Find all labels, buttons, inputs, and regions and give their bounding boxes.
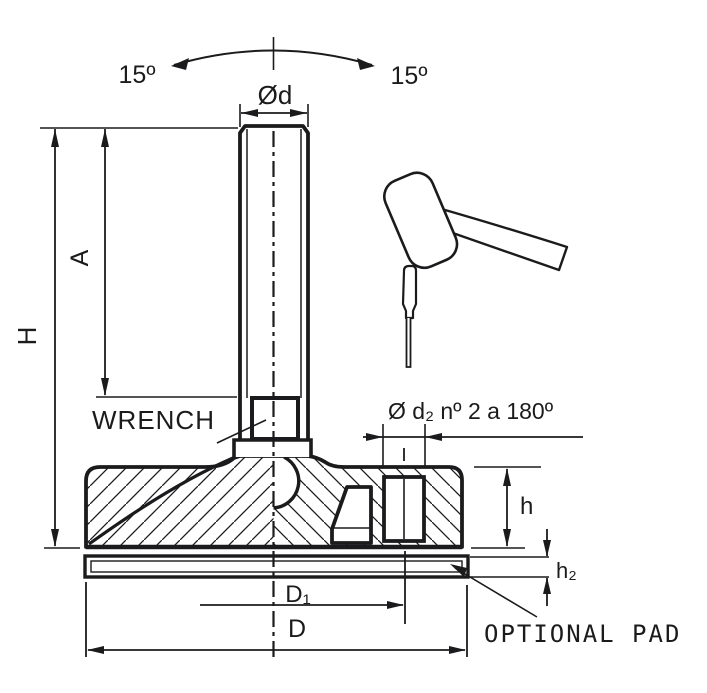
inner-diameter-label: D₁: [285, 581, 310, 608]
pin-hole: [382, 448, 426, 543]
dim-base-height: [471, 466, 541, 549]
thread-diameter-label: Ød: [258, 80, 293, 110]
tilt-arrow-left: [171, 58, 189, 70]
mallet-icon: [383, 171, 569, 272]
wrench-label: WRENCH: [92, 405, 215, 435]
slot-hole: [330, 485, 373, 545]
tilt-arc: [171, 37, 375, 70]
thread-length-label: A: [66, 249, 94, 266]
optional-pad-label: OPTIONAL PAD: [484, 620, 681, 648]
dim-thread-length: [101, 129, 109, 396]
mallet-handle: [425, 204, 569, 272]
pad-thickness-label: h₂: [556, 558, 577, 583]
base-height-label: h: [520, 493, 533, 520]
mallet-head: [383, 171, 459, 270]
pin-punch-icon: [401, 264, 418, 368]
wrench-flats: [250, 396, 300, 441]
base-outline: [84, 454, 464, 549]
dim-pin-holes: [363, 424, 583, 468]
optional-pad: [83, 554, 470, 579]
wrench-leader-line: [216, 419, 267, 444]
base-section: [84, 448, 464, 550]
outer-diameter-label: D: [288, 615, 306, 643]
pad-leader-line: [450, 564, 538, 618]
dim-inner-diameter: [200, 551, 406, 624]
dim-thread-diameter: [239, 104, 309, 127]
dim-pad-thickness: [470, 529, 551, 606]
tilt-arrow-right: [357, 58, 375, 70]
ball-socket: [273, 455, 301, 510]
tilt-left-label: 15º: [119, 61, 156, 89]
dome-profile-line: [88, 456, 234, 546]
overall-height-label: H: [12, 327, 42, 346]
tilt-right-label: 15º: [391, 62, 428, 90]
dim-overall-height: [40, 127, 238, 549]
pin-holes-label: Ø d₂ nº 2 a 180º: [388, 398, 554, 424]
dim-outer-diameter: [85, 582, 468, 657]
